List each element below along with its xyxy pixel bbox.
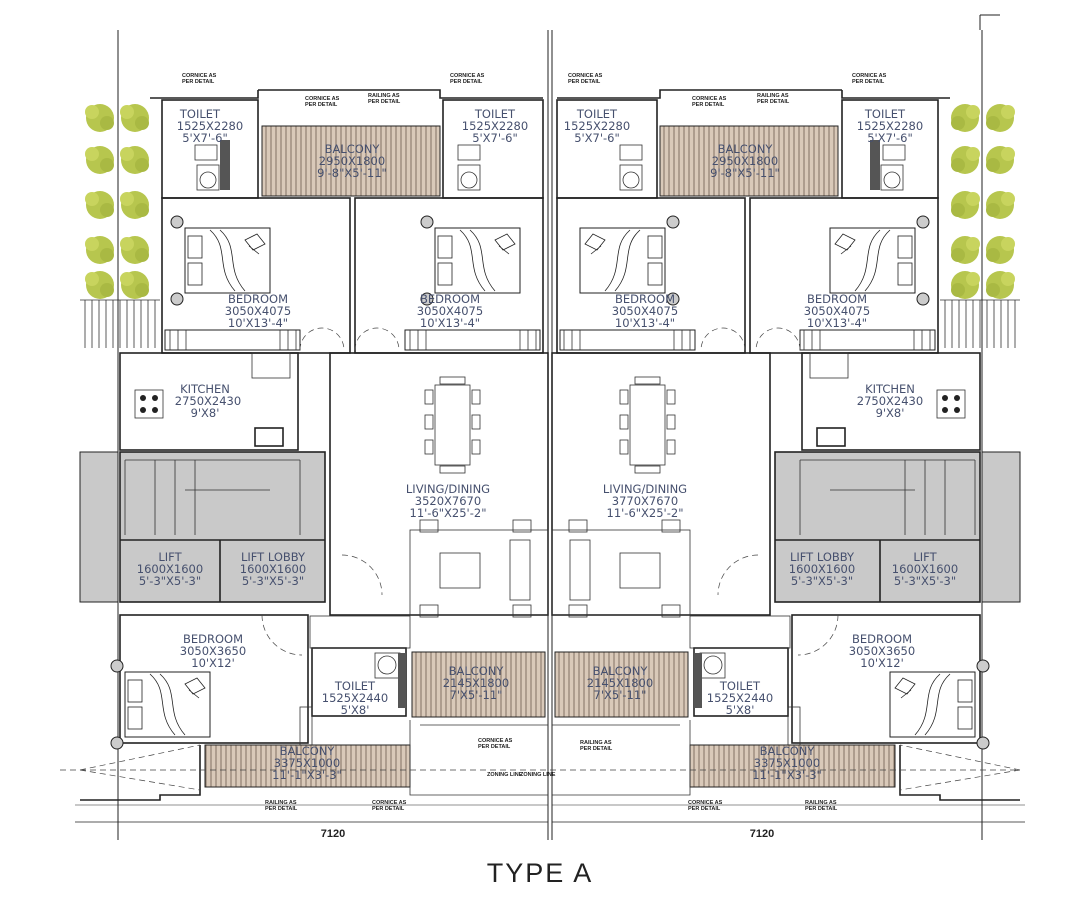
svg-text:CORNICE AS: CORNICE AS bbox=[450, 73, 485, 79]
svg-text:CORNICE AS: CORNICE AS bbox=[568, 73, 603, 79]
svg-text:RAILING AS: RAILING AS bbox=[368, 93, 400, 99]
svg-text:CORNICE AS: CORNICE AS bbox=[182, 73, 217, 79]
svg-text:RAILING AS: RAILING AS bbox=[580, 740, 612, 746]
svg-text:PER DETAIL: PER DETAIL bbox=[580, 746, 613, 752]
svg-text:RAILING AS: RAILING AS bbox=[757, 93, 789, 99]
svg-text:PER DETAIL: PER DETAIL bbox=[757, 99, 790, 105]
svg-text:PER DETAIL: PER DETAIL bbox=[450, 79, 483, 85]
svg-text:PER DETAIL: PER DETAIL bbox=[478, 744, 511, 750]
svg-text:PER DETAIL: PER DETAIL bbox=[182, 79, 215, 85]
svg-text:CORNICE AS: CORNICE AS bbox=[478, 738, 513, 744]
width-dimension: 7120 bbox=[750, 828, 774, 840]
svg-text:CORNICE AS: CORNICE AS bbox=[688, 800, 723, 806]
svg-text:PER DETAIL: PER DETAIL bbox=[372, 806, 405, 812]
svg-text:PER DETAIL: PER DETAIL bbox=[805, 806, 838, 812]
svg-text:CORNICE AS: CORNICE AS bbox=[305, 96, 340, 102]
svg-text:PER DETAIL: PER DETAIL bbox=[852, 79, 885, 85]
svg-text:ZONING LINE: ZONING LINE bbox=[520, 772, 556, 778]
svg-text:PER DETAIL: PER DETAIL bbox=[568, 79, 601, 85]
svg-text:PER DETAIL: PER DETAIL bbox=[368, 99, 401, 105]
svg-text:RAILING AS: RAILING AS bbox=[265, 800, 297, 806]
svg-text:CORNICE AS: CORNICE AS bbox=[692, 96, 727, 102]
svg-text:PER DETAIL: PER DETAIL bbox=[265, 806, 298, 812]
right-unit-plan bbox=[552, 30, 1025, 840]
svg-text:PER DETAIL: PER DETAIL bbox=[692, 102, 725, 108]
svg-text:CORNICE AS: CORNICE AS bbox=[372, 800, 407, 806]
svg-text:RAILING AS: RAILING AS bbox=[805, 800, 837, 806]
svg-text:PER DETAIL: PER DETAIL bbox=[305, 102, 338, 108]
svg-text:PER DETAIL: PER DETAIL bbox=[688, 806, 721, 812]
width-dimension: 7120 bbox=[321, 828, 345, 840]
plan-title: TYPE A bbox=[487, 858, 594, 888]
svg-text:ZONING LINE: ZONING LINE bbox=[487, 772, 523, 778]
svg-text:CORNICE AS: CORNICE AS bbox=[852, 73, 887, 79]
left-unit-plan bbox=[75, 30, 548, 840]
